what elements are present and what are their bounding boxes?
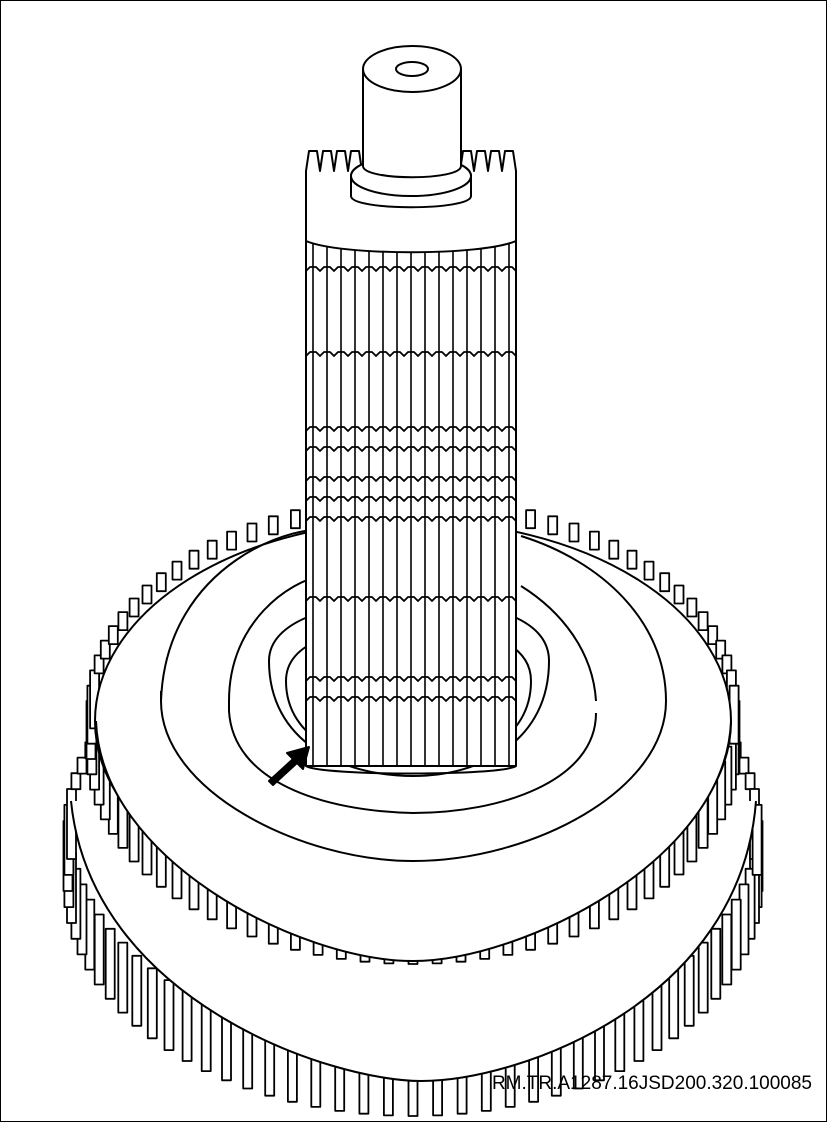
gear-tooth xyxy=(226,530,238,551)
gear-tooth xyxy=(93,654,105,675)
gear-tooth xyxy=(289,509,301,530)
gear-tooth xyxy=(99,639,111,660)
gear-tooth xyxy=(715,639,727,660)
callout-arrow xyxy=(268,746,310,786)
gear-tooth xyxy=(744,772,756,791)
gear-tooth xyxy=(155,572,167,593)
gear-tooth xyxy=(643,560,655,581)
gear-tooth xyxy=(171,560,183,581)
gear-tooth xyxy=(608,539,620,560)
gear-tooth xyxy=(117,941,129,1014)
gear-tooth xyxy=(721,913,733,986)
gear-tooth xyxy=(673,584,685,605)
gear-tooth xyxy=(751,804,763,876)
gear-tooth xyxy=(547,515,559,536)
gear-tooth xyxy=(697,611,709,631)
gear-tooth xyxy=(117,611,129,631)
gear-tooth xyxy=(107,625,119,645)
gear-tooth xyxy=(659,572,671,593)
gear-tooth xyxy=(710,927,722,1000)
pilot-journal xyxy=(350,45,472,209)
gear-tooth xyxy=(686,597,698,618)
gear-tooth xyxy=(131,954,143,1027)
gear-tooth xyxy=(697,941,709,1014)
gear-tooth xyxy=(128,597,140,618)
gear-tooth xyxy=(246,522,258,543)
gear-tooth xyxy=(589,530,600,551)
gear-tooth xyxy=(730,898,742,971)
gear-tooth xyxy=(188,549,200,570)
reference-code: RM.TR.A1287.16JSD200.320.100085 xyxy=(491,1073,812,1094)
gear-tooth xyxy=(206,539,218,560)
gear-tooth xyxy=(200,1000,212,1072)
gear-tooth xyxy=(181,990,193,1062)
splined-shaft xyxy=(305,170,517,775)
gear-tooth xyxy=(93,913,105,986)
gear-tooth xyxy=(668,967,680,1040)
gear-tooth xyxy=(568,522,580,543)
gear-tooth xyxy=(525,509,536,530)
gear-tooth xyxy=(683,954,695,1027)
gear-tooth xyxy=(163,979,175,1051)
gear-tooth xyxy=(267,515,279,536)
gear-tooth xyxy=(70,772,82,791)
gear-tooth xyxy=(104,927,116,1000)
gear-tooth xyxy=(141,584,153,605)
gear-tooth xyxy=(707,625,719,645)
gear-tooth xyxy=(76,756,88,775)
gear-tooth xyxy=(626,549,638,570)
gear-tooth xyxy=(738,756,750,775)
gear-tooth xyxy=(146,967,158,1040)
